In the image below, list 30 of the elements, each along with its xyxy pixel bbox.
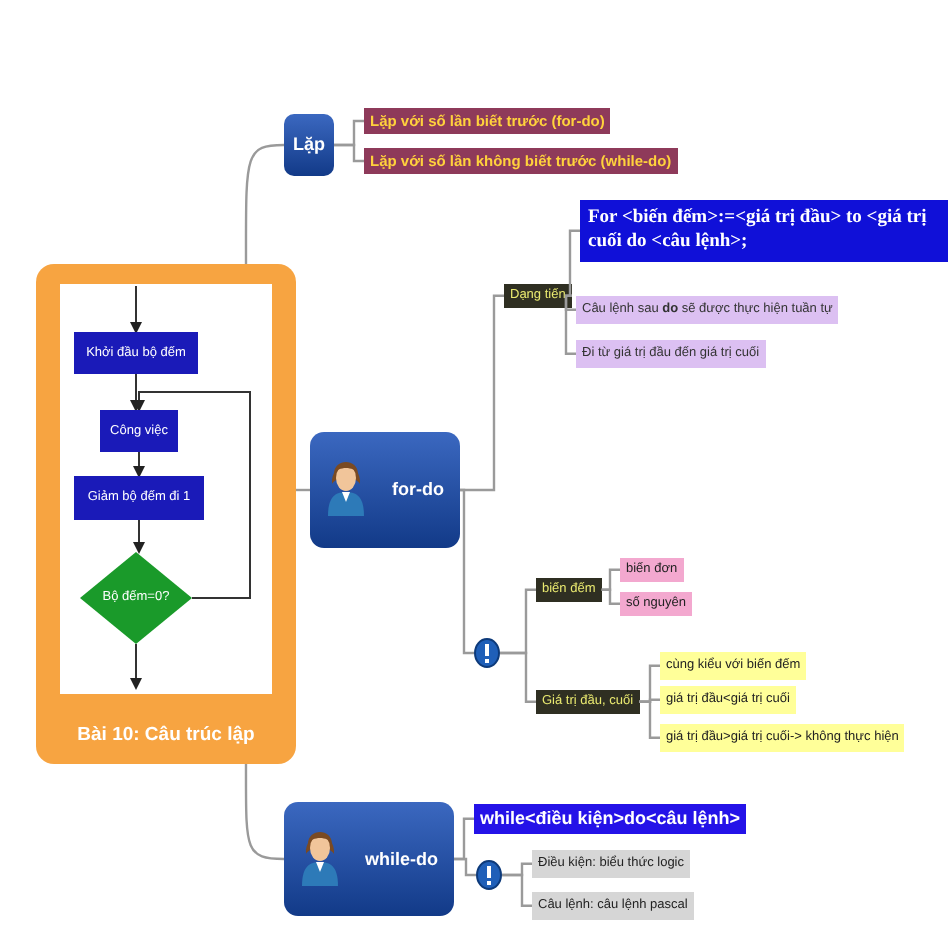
code-label: while<điều kiện>do<câu lệnh> — [474, 804, 747, 834]
topic-box — [310, 432, 460, 548]
arrow — [130, 643, 142, 690]
topic-label: for-do — [392, 479, 444, 501]
connector-line — [244, 764, 285, 861]
topic-box — [284, 802, 454, 916]
connector-line — [244, 143, 285, 264]
connector-line — [601, 588, 620, 605]
connector-line — [460, 488, 474, 655]
central-topic-title: Bài 10: Câu trúc lập — [75, 723, 257, 746]
connector-line — [502, 873, 532, 907]
connector-line — [564, 294, 576, 355]
connector-line — [639, 700, 660, 739]
topic-box: Lặp — [284, 114, 334, 176]
connector-line — [500, 651, 536, 703]
arrow — [130, 373, 142, 412]
connector-line — [454, 857, 476, 877]
connector-line — [334, 143, 364, 163]
central-topic-box — [36, 264, 296, 764]
arrow — [130, 285, 142, 334]
topic-label: while-do — [365, 848, 438, 870]
arrow — [133, 451, 145, 478]
info-icon — [476, 860, 502, 890]
info-icon — [474, 638, 500, 668]
code-label: For <biến đếm>:=<giá trị đầu> to <giá trị cuối do <câu lệnh>; — [580, 200, 948, 262]
arrow — [133, 519, 145, 554]
connector-line — [460, 294, 504, 492]
connector-line — [296, 488, 310, 492]
connector-line — [568, 229, 580, 297]
arrow — [133, 391, 251, 599]
